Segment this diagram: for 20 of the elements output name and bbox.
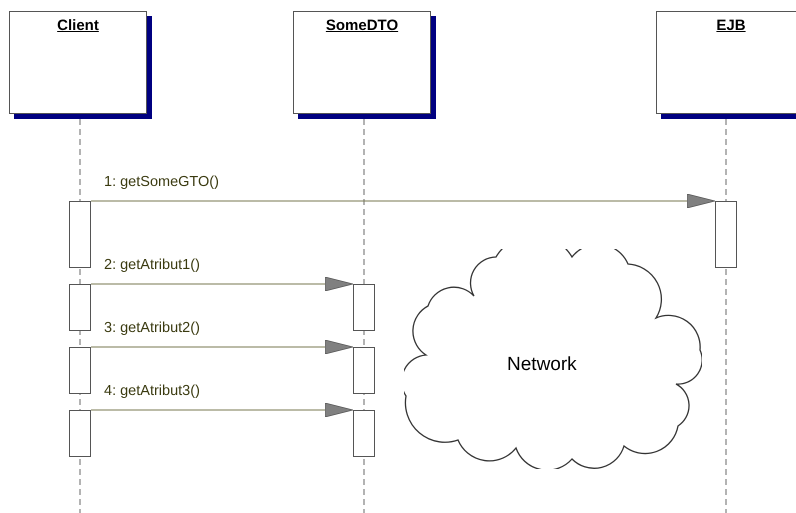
message-label: 1: getSomeGTO() bbox=[104, 174, 219, 190]
activation-bar bbox=[69, 201, 91, 268]
activation-bar bbox=[353, 284, 375, 331]
participant-name: EJB bbox=[715, 17, 747, 34]
activation-bar bbox=[353, 410, 375, 457]
message-arrow bbox=[90, 402, 354, 418]
participant-name: SomeDTO bbox=[324, 17, 400, 34]
activation-bar bbox=[353, 347, 375, 394]
participant-name: Client bbox=[56, 17, 100, 34]
cloud-label: Network bbox=[507, 354, 577, 376]
message-arrow bbox=[90, 340, 354, 354]
message-label: 4: getAtribut3() bbox=[104, 383, 200, 399]
activation-bar bbox=[715, 201, 737, 268]
activation-bar bbox=[69, 347, 91, 394]
activation-bar bbox=[69, 410, 91, 457]
activation-bar bbox=[69, 284, 91, 331]
message-arrow bbox=[90, 194, 716, 208]
message-label: 2: getAtribut1() bbox=[104, 257, 200, 273]
message-label: 3: getAtribut2() bbox=[104, 320, 200, 336]
message-arrow bbox=[90, 276, 354, 292]
